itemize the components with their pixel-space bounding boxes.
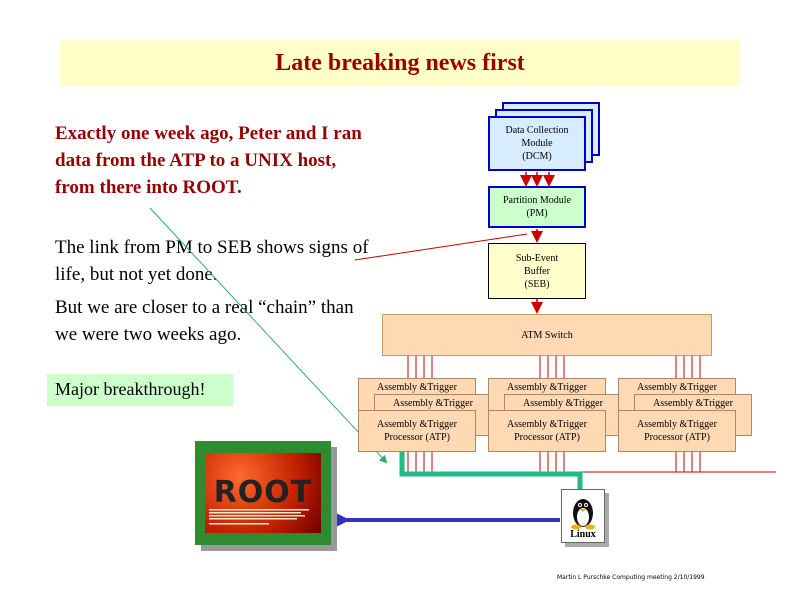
- root-fine-print: [209, 509, 317, 529]
- root-fine-print-lines: [209, 509, 309, 525]
- dcm-label-3: (DCM): [522, 151, 552, 162]
- paragraph-chain: But we are closer to a real “chain” than…: [55, 297, 354, 345]
- slide-title: Late breaking news first: [275, 50, 525, 76]
- seb-label-1: Sub-Event: [515, 252, 559, 264]
- pm-box: Partition Module (PM): [488, 186, 586, 228]
- dcm-box: Data Collection Module (DCM): [488, 116, 586, 171]
- dcm-label-2: Module: [521, 138, 553, 149]
- linux-host: Linux: [561, 489, 605, 543]
- highlight-text: Major breakthrough!: [55, 379, 206, 399]
- atp-label-2b: Processor (ATP): [514, 432, 580, 443]
- pm-label-2: (PM): [526, 208, 548, 219]
- atp-label-1a: Assembly &Trigger: [377, 419, 457, 430]
- atm-switch-label: ATM Switch: [521, 329, 573, 341]
- pointer-line-root: [149, 207, 388, 464]
- root-logo: ROOT: [195, 441, 331, 545]
- seb-label-3: (SEB): [524, 278, 550, 290]
- linux-label: Linux: [570, 529, 596, 540]
- network-path: [399, 450, 583, 490]
- atm-atp-links: [407, 356, 701, 378]
- title-bar: Late breaking news first: [60, 40, 740, 86]
- pointer-line-link: [354, 233, 528, 261]
- atm-switch-box: ATM Switch: [382, 314, 712, 356]
- root-wordmark: ROOT: [213, 475, 313, 510]
- penguin-icon: [571, 499, 595, 530]
- atp-output-links: [407, 450, 776, 473]
- seb-box: Sub-Event Buffer (SEB): [488, 243, 586, 299]
- root-splash-image: ROOT: [205, 453, 321, 533]
- highlight-box: Major breakthrough!: [47, 374, 233, 406]
- paragraph-breakthrough: Exactly one week ago, Peter and I ran da…: [55, 123, 362, 198]
- atp-label-3b: Processor (ATP): [644, 432, 710, 443]
- footer-credit: Martin L Purschke Computing meeting 2/10…: [557, 574, 705, 581]
- atp-label-1b: Processor (ATP): [384, 432, 450, 443]
- seb-label-2: Buffer: [524, 265, 550, 277]
- atp-label-2a: Assembly &Trigger: [507, 419, 587, 430]
- atp-label-3a: Assembly &Trigger: [637, 419, 717, 430]
- dcm-label-1: Data Collection: [505, 125, 569, 136]
- paragraph-link-status: The link from PM to SEB shows signs of l…: [55, 237, 369, 285]
- pm-label-1: Partition Module: [502, 195, 572, 206]
